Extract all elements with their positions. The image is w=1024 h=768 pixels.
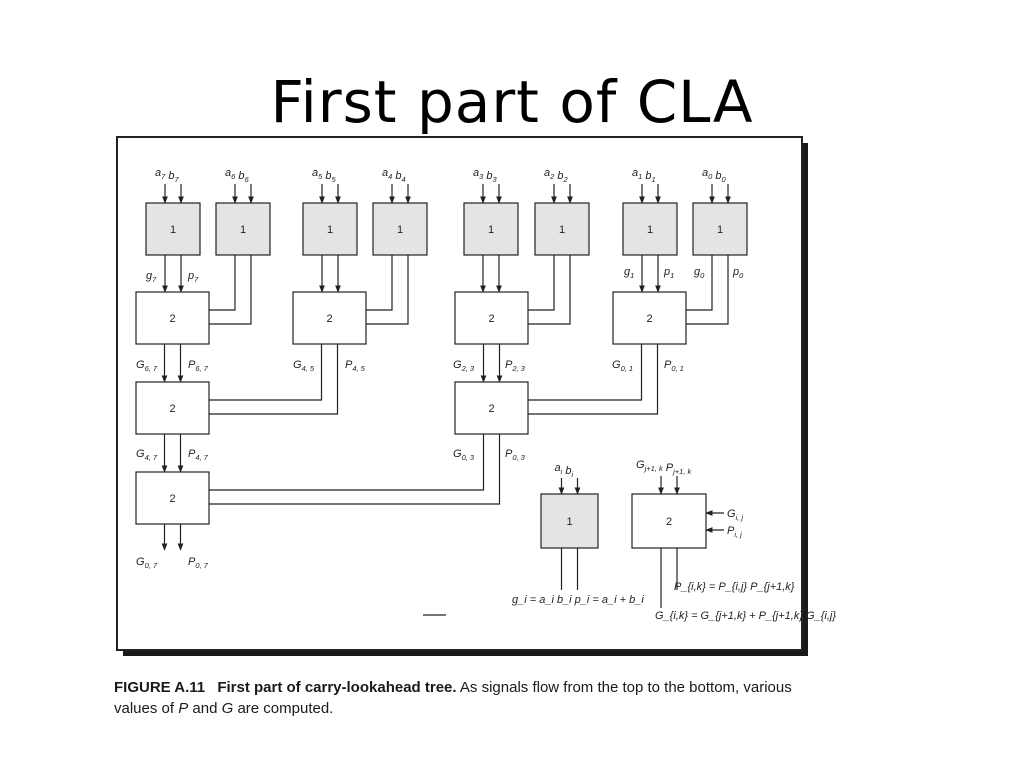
level3-box-0-label: 2 [169,403,175,415]
level1-box-0-label: 1 [170,224,176,236]
final-box [135,471,210,525]
p1-label: p1 [663,266,674,280]
level2-G-label-2: G2, 3 [453,359,475,373]
level1-box-4-label: 1 [488,224,494,236]
level1-box-6 [622,202,678,256]
level2-box-1-label: 2 [326,313,332,325]
input-label-5: a2 b2 [544,167,568,184]
level2-G-label-3: G0, 1 [612,359,633,373]
figure-description-2: and [188,700,222,717]
level2-P-label-1: P4, 5 [345,359,366,373]
legend-box1-label: 1 [566,516,572,528]
level1-box-5-label: 1 [559,224,565,236]
legend-box2-label: 2 [666,516,672,528]
G-side-l3-0 [209,344,323,401]
G-side-l3-1 [528,344,643,401]
legend-box1-inputs: ai bi [555,462,574,479]
legend-Gij-label: Gi, j [727,508,743,522]
level1-box-4 [463,202,519,256]
input-label-6: a1 b1 [632,167,656,184]
level2-box-3-label: 2 [646,313,652,325]
G47-label: G4, 7 [136,448,158,462]
p-side-l2-2 [528,255,571,325]
P-side-final [209,434,501,505]
figure-number: FIGURE A.11 [114,679,206,696]
g-side-l2-3 [686,255,713,311]
level2-box-2-label: 2 [488,313,494,325]
input-label-1: a6 b6 [225,167,249,184]
level2-G-label-0: G6, 7 [136,359,158,373]
g7-label: g7 [146,270,157,284]
level2-box-1 [292,291,367,345]
level2-G-label-1: G4, 5 [293,359,315,373]
g1-label: g1 [624,266,634,280]
legend-box2-top-inputs: Gj+1, k Pj+1, k [636,459,692,476]
G03-label: G0, 3 [453,448,475,462]
diagram-content: a7 b7 1 a6 b6 1 a5 b5 1 a4 b4 1 a3 b3 1 a2 b2 1 a1 b… [135,167,836,622]
figure-description-p: P [178,700,189,717]
P07-label: P0, 7 [188,556,209,570]
p-side-l2-3 [686,255,729,325]
input-label-0: a7 b7 [155,167,179,184]
input-label-3: a4 b4 [382,167,406,184]
G-side-final [209,434,485,491]
legend-G-formula: G_{i,k} = G_{j+1,k} + P_{j+1,k} G_{i,j} [655,610,836,622]
level1-box-7 [692,202,748,256]
level1-box-1 [215,202,271,256]
g-side-l2-2 [528,255,555,311]
legend-Pij-label: Pi, j [727,525,742,539]
figure-description-g: G [221,700,234,717]
level2-P-label-0: P6, 7 [188,359,209,373]
input-label-4: a3 b3 [473,167,497,184]
level1-box-1-label: 1 [240,224,246,236]
input-label-2: a5 b5 [312,167,336,184]
g0-label: g0 [694,266,705,280]
level1-box-7-label: 1 [717,224,723,236]
level3-box-0 [135,381,210,435]
slide-title: First part of CLA [270,68,754,136]
p-side-l2-1 [366,255,409,325]
final-box-label: 2 [169,493,175,505]
level1-box-3-label: 1 [397,224,403,236]
caption-area [108,664,820,732]
legend-box1-formula: g_i = a_i b_i p_i = a_i + b_i [512,594,644,606]
level2-P-label-3: P0, 1 [664,359,684,373]
level1-box-0 [145,202,201,256]
level1-box-5 [534,202,590,256]
input-label-7: a0 b0 [702,167,726,184]
level2-box-3 [612,291,687,345]
g-side-l2-1 [366,255,393,311]
p7-label: p7 [187,270,199,284]
g-side-l2-0 [209,255,236,311]
level3-box-1 [454,381,529,435]
figure-title: First part of carry-lookahead tree. [217,679,457,696]
level2-P-label-2: P2, 3 [505,359,526,373]
level2-box-0-label: 2 [169,313,175,325]
P03-label: P0, 3 [505,448,526,462]
level1-box-2 [302,202,358,256]
legend-P-formula: P_{i,k} = P_{i,j} P_{j+1,k} [674,581,795,593]
figure-caption: FIGURE A.11 First part of carry-lookahea… [114,677,814,719]
figure-description-1: As signals flow from the top to the bott… [114,679,792,717]
level2-box-0 [135,291,210,345]
p0-label: p0 [732,266,744,280]
P-side-l3-1 [528,344,659,415]
P47-label: P4, 7 [188,448,209,462]
figure-description-3: are computed. [233,700,334,717]
G07-label: G0, 7 [136,556,158,570]
level1-box-2-label: 1 [327,224,333,236]
level2-box-2 [454,291,529,345]
level3-box-1-label: 2 [488,403,494,415]
legend-box2 [631,493,707,549]
p-side-l2-0 [209,255,252,325]
legend-box1 [540,493,599,549]
P-side-l3-0 [209,344,339,415]
level1-box-6-label: 1 [647,224,653,236]
level1-box-3 [372,202,428,256]
